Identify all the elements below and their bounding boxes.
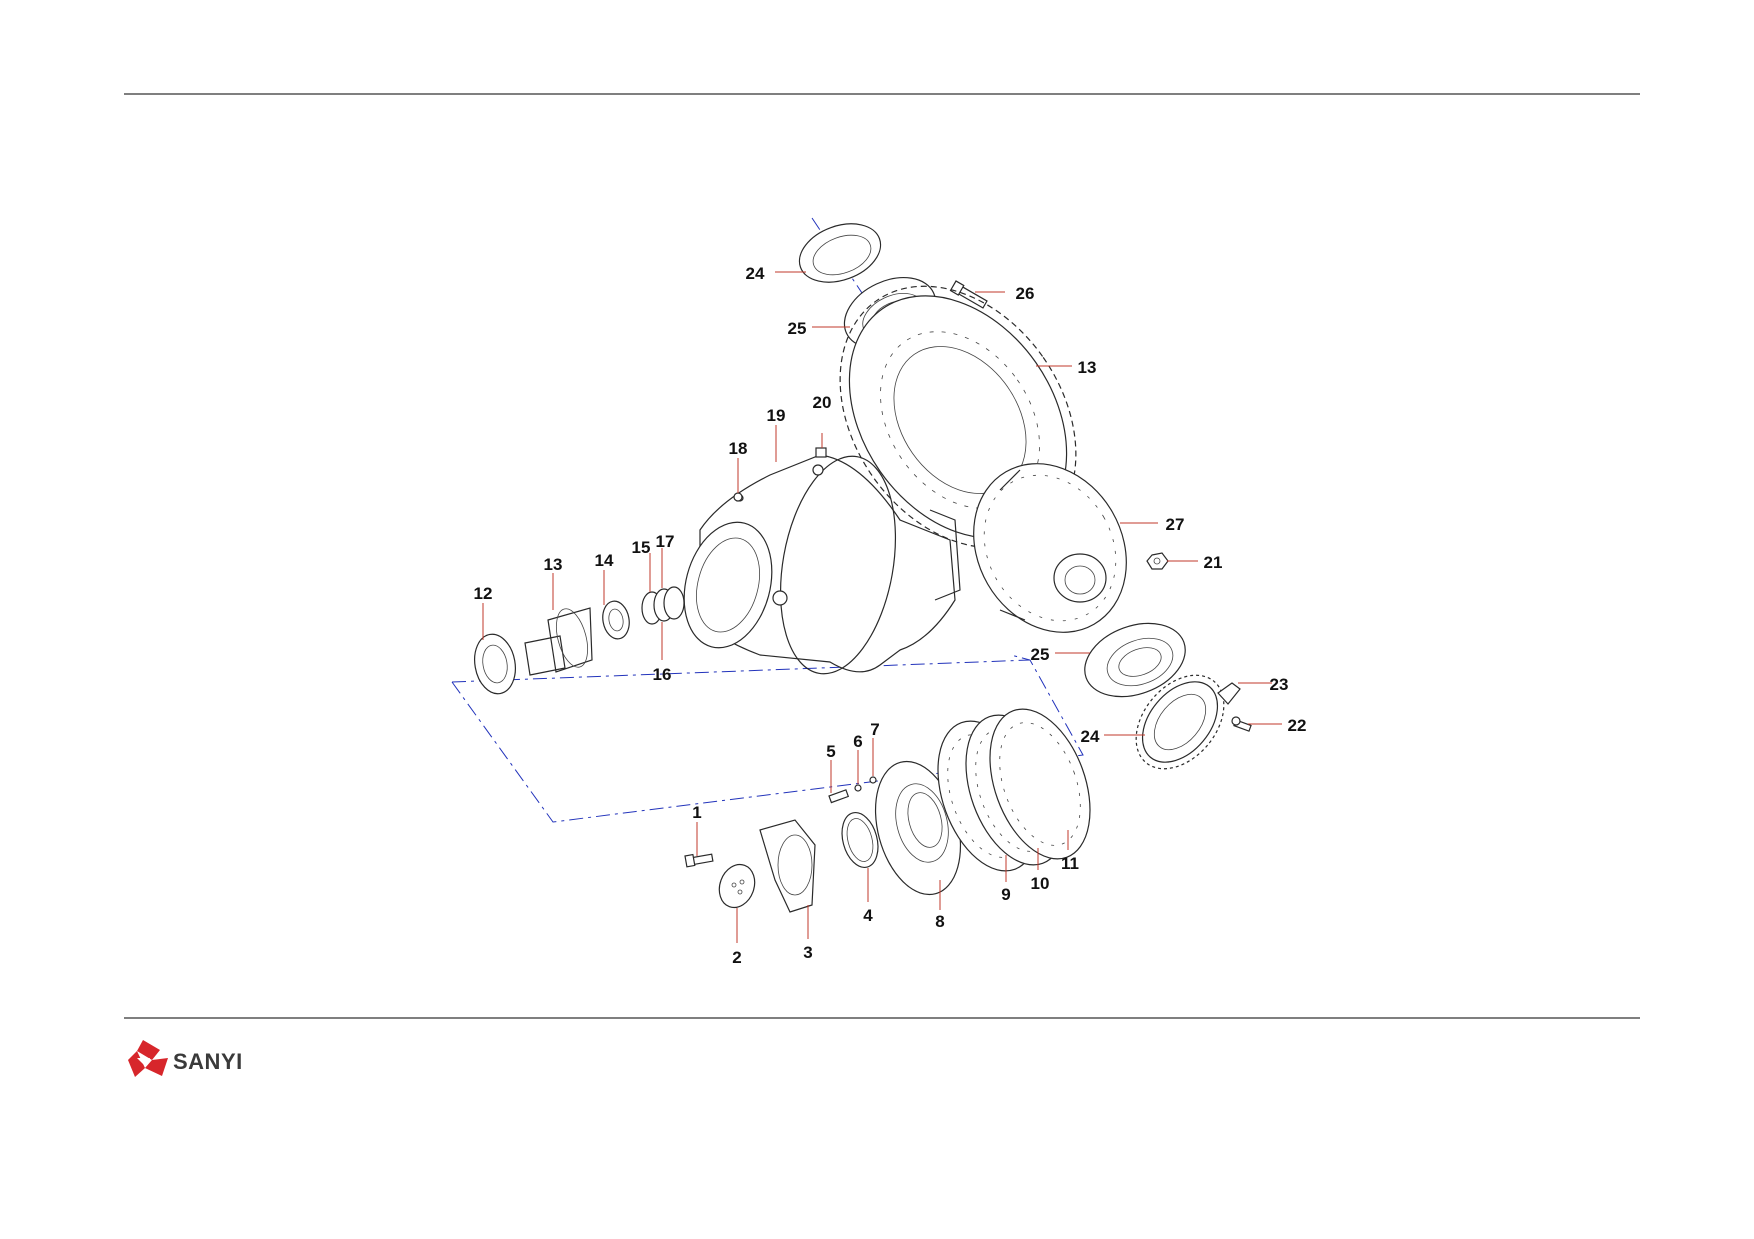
seal-ring-part [798,223,882,283]
callout-20: 20 [813,393,832,412]
screw-22-part [1231,716,1252,732]
assembly-axis-outline [451,654,1084,823]
lock-plate-23-part [1217,682,1241,705]
callout-12: 12 [474,584,493,603]
callout-3: 3 [803,943,812,962]
callout-22: 22 [1288,716,1307,735]
callout-24a: 24 [746,264,765,283]
callout-15: 15 [632,538,651,557]
spacer-rings-15-17-part [641,586,685,625]
flange-3-part [759,819,816,913]
callout-26: 26 [1016,284,1035,303]
plug-18-part [733,492,743,502]
callout-9: 9 [1001,885,1010,904]
bolt-5-part [828,789,850,804]
callout-27: 27 [1166,515,1185,534]
leader-lines [482,271,1282,943]
callout-4: 4 [863,906,873,925]
nut-7-part [869,776,877,784]
washer-6-part [854,784,862,792]
callout-13a: 13 [1078,358,1097,377]
callout-13b: 13 [544,555,563,574]
axle-housing-part [683,454,961,675]
callout-17: 17 [656,532,675,551]
callout-10: 10 [1031,874,1050,893]
callout-8: 8 [935,912,944,931]
bolt-1-part [684,853,714,868]
callout-11: 11 [1061,854,1079,873]
callout-2: 2 [732,948,741,967]
brand-logo: SANYI [128,1040,243,1077]
plug-20-part [815,447,827,458]
brand-name: SANYI [173,1049,243,1074]
callout-21: 21 [1204,553,1223,572]
callout-5: 5 [826,742,835,761]
callout-25b: 25 [1031,645,1050,664]
differential-carrier-part [973,463,1127,633]
drive-pinion-part [524,607,593,676]
callout-1: 1 [692,803,701,822]
bearing-12-part [474,633,516,695]
toothed-seal-ring-part [1135,674,1225,770]
callout-25a: 25 [788,319,807,338]
callout-18: 18 [729,439,748,458]
nut-21-part [1146,552,1169,570]
callout-19: 19 [767,406,786,425]
oring-4-part [841,811,879,869]
assembly-axis-link [451,659,1031,683]
cover-plate-2-part [718,863,756,909]
callout-16: 16 [653,665,672,684]
callout-labels: 1 2 3 4 5 6 7 8 9 10 11 12 13 13 14 15 1… [474,264,1307,967]
bearing-14-part [602,600,630,640]
friction-disc-11-part [989,708,1091,860]
callout-6: 6 [853,732,862,751]
sanyi-logo-icon [128,1040,168,1077]
callout-14: 14 [595,551,614,570]
callout-7: 7 [870,720,879,739]
callout-23: 23 [1270,675,1289,694]
callout-24b: 24 [1081,727,1100,746]
tapered-bearing-right-part [1084,622,1186,698]
